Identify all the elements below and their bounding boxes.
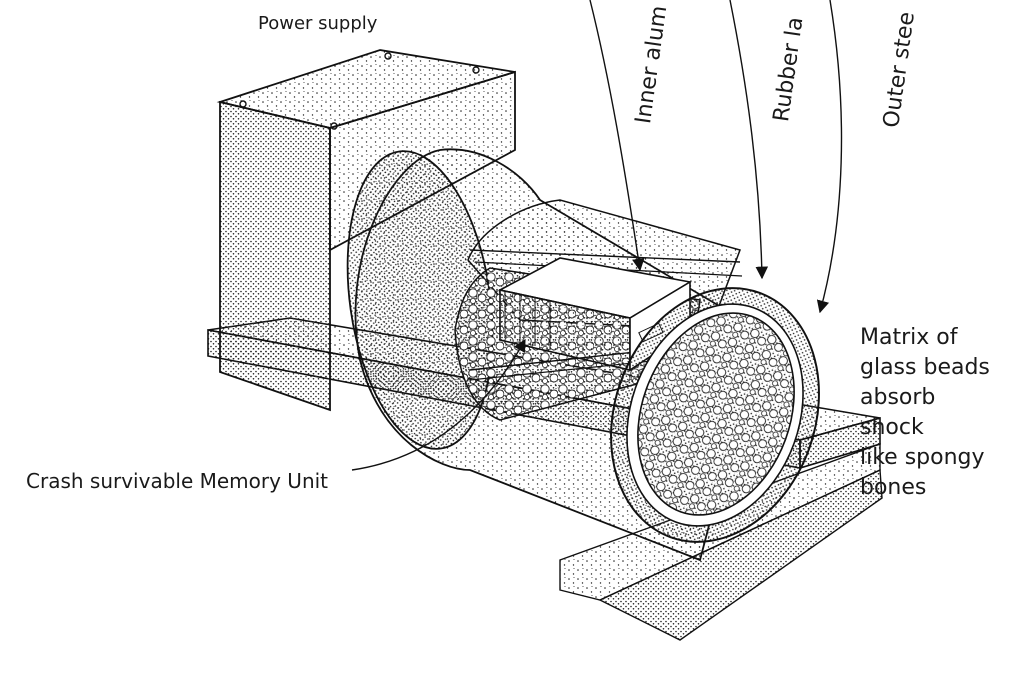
crash-memory-unit-label: Crash survivable Memory Unit <box>26 469 329 493</box>
glass-bead-matrix-label: Matrix of glass beads absorb shock like … <box>860 323 1020 503</box>
matrix-line: bones <box>860 475 927 500</box>
matrix-line: shock <box>860 415 924 440</box>
matrix-line: Matrix of <box>860 325 958 350</box>
matrix-line: glass beads <box>860 355 990 380</box>
matrix-line: absorb <box>860 385 936 410</box>
power-supply-label: Power supply <box>258 13 378 34</box>
matrix-line: like spongy <box>860 445 985 470</box>
pointer-lines <box>351 0 843 471</box>
cylinder-end-cap <box>610 287 820 543</box>
